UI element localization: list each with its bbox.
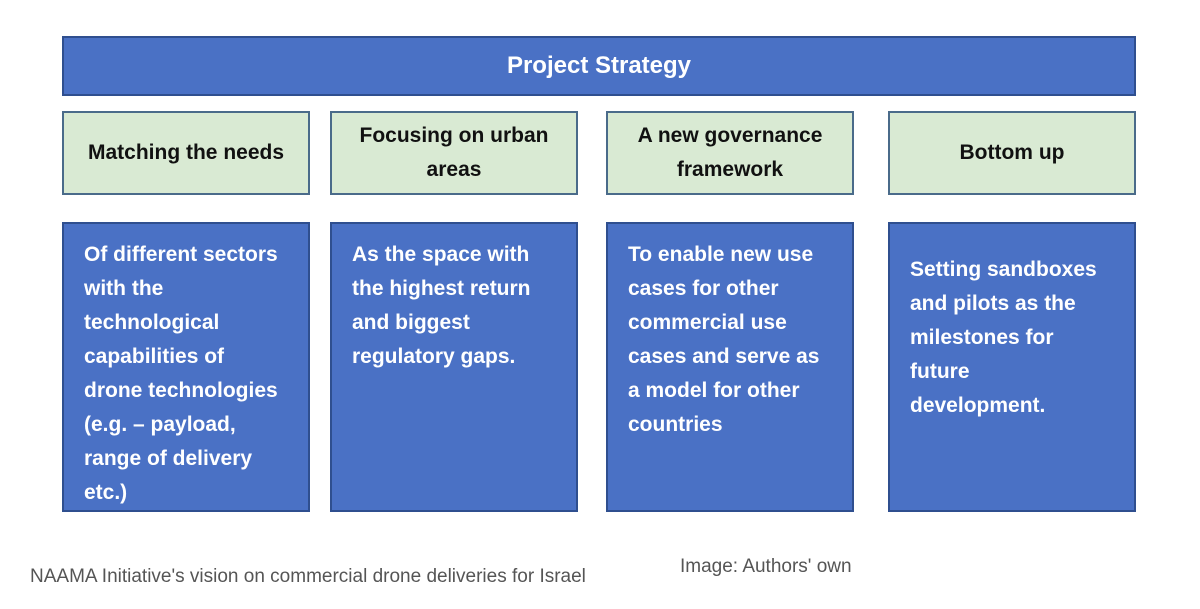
diagram-title: Project Strategy: [506, 52, 692, 79]
heading-text: A new governance framework: [637, 124, 823, 181]
strategy-description-bottom-up: Setting sandboxes and pilots as the mile…: [888, 222, 1136, 512]
strategy-heading-governance: A new governance framework: [606, 111, 854, 195]
strategy-description-governance: To enable new use cases for other commer…: [606, 222, 854, 512]
image-credit: Image: Authors' own: [680, 556, 852, 577]
heading-text: Matching the needs: [87, 141, 285, 164]
heading-text: Bottom up: [959, 141, 1065, 164]
heading-text: Focusing on urban areas: [359, 124, 549, 181]
strategy-description-urban-areas: As the space with the highest return and…: [330, 222, 578, 512]
strategy-heading-matching-needs: Matching the needs: [62, 111, 310, 195]
strategy-heading-urban-areas: Focusing on urban areas: [330, 111, 578, 195]
image-caption: NAAMA Initiative's vision on commercial …: [30, 566, 586, 587]
project-strategy-banner: Project Strategy: [62, 36, 1136, 96]
strategy-description-matching-needs: Of different sectors with the technologi…: [62, 222, 310, 512]
strategy-heading-bottom-up: Bottom up: [888, 111, 1136, 195]
